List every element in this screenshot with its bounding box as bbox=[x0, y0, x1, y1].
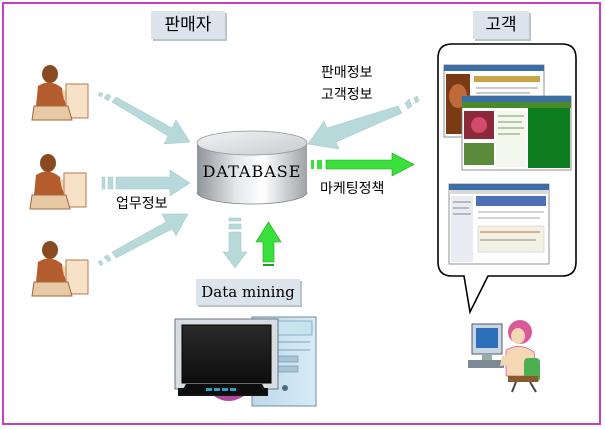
sales-customer-info-label: 판매정보 고객정보 bbox=[321, 62, 373, 106]
seller-person-icon bbox=[29, 154, 87, 210]
business-info-label: 업무정보 bbox=[116, 196, 168, 212]
sales-info-line: 판매정보 bbox=[321, 65, 373, 81]
customer-title: 고객 bbox=[473, 11, 529, 39]
datamining-to-db-arrow bbox=[255, 221, 282, 266]
seller-person-icon bbox=[31, 241, 89, 297]
seller-person-icon bbox=[31, 65, 89, 121]
customer-info-line: 고객정보 bbox=[321, 87, 373, 103]
seller-to-db-arrow-top bbox=[97, 91, 191, 145]
seller-title: 판매자 bbox=[151, 11, 225, 39]
database-label: DATABASE bbox=[202, 162, 302, 181]
customer-to-db-arrow bbox=[307, 95, 420, 150]
data-mining-title: Data mining bbox=[196, 279, 300, 305]
diagram-frame bbox=[2, 2, 601, 425]
website-screenshot-icon bbox=[443, 64, 572, 265]
marketing-policy-label: 마케팅정책 bbox=[320, 181, 385, 197]
desktop-computer-icon bbox=[174, 316, 317, 407]
database-cylinder-icon bbox=[196, 130, 308, 205]
marketing-policy-arrow bbox=[311, 152, 415, 177]
db-to-datamining-arrow bbox=[222, 217, 248, 269]
customer-person-icon bbox=[468, 320, 540, 393]
seller-to-db-arrow-bottom bbox=[97, 213, 189, 267]
seller-to-db-arrow-middle bbox=[101, 169, 191, 197]
